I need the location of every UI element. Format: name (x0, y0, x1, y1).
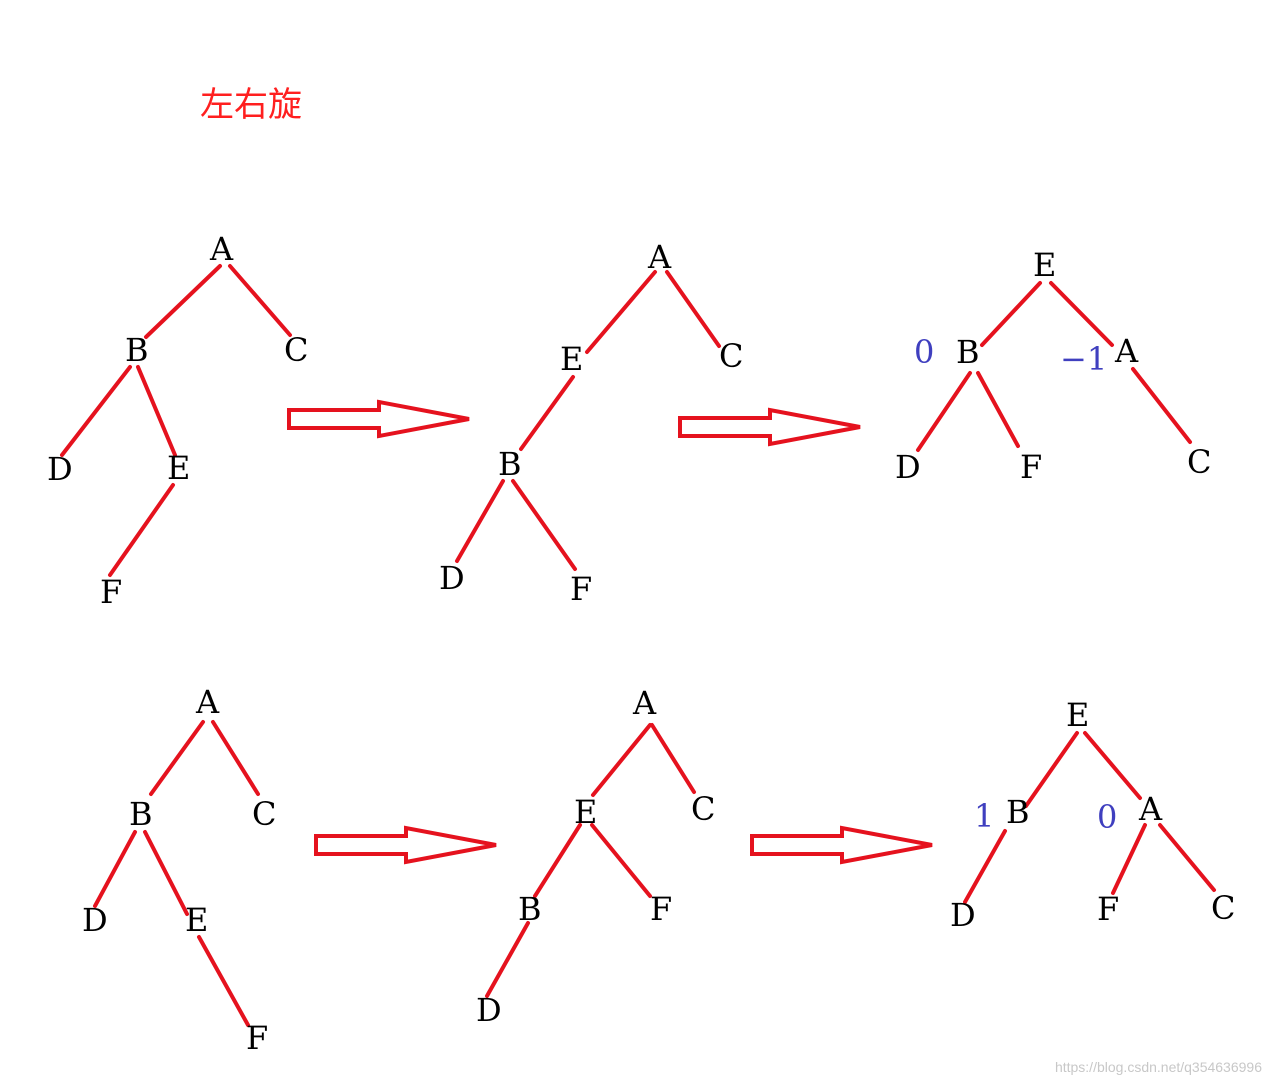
balance-factor-b: 1 (974, 797, 994, 835)
node-b: B (129, 795, 153, 833)
edge-b-e (136, 365, 177, 457)
node-a: A (1138, 790, 1163, 828)
node-b: B (498, 445, 522, 483)
edge-e-b (980, 281, 1042, 347)
node-e: E (167, 449, 190, 487)
node-a: A (647, 238, 672, 276)
edge-a-c (1158, 823, 1216, 892)
edge-b-f (976, 371, 1020, 448)
edge-e-a (1083, 731, 1142, 800)
node-a: A (209, 230, 234, 268)
node-d: D (476, 991, 502, 1029)
tree-row2-original: A B C D E F (82, 683, 276, 1057)
node-d: D (439, 559, 465, 597)
tree-row1-result: E B A D F C 0 −1 (895, 246, 1211, 486)
diagram-title: 左右旋 (200, 85, 302, 125)
arrow-row2-step1 (314, 825, 497, 865)
edge-e-a (1049, 281, 1114, 347)
edge-b-d (963, 829, 1007, 904)
node-e: E (1066, 696, 1089, 734)
edge-a-f (1111, 823, 1147, 895)
edge-b-d (916, 371, 972, 452)
node-d: D (47, 450, 73, 488)
edge-b-d (60, 365, 132, 457)
balance-factor-a: −1 (1060, 340, 1107, 378)
node-a: A (1114, 332, 1139, 370)
edge-a-c (665, 270, 721, 348)
node-b: B (518, 890, 542, 928)
node-e: E (560, 340, 583, 378)
edge-e-b (533, 823, 582, 898)
node-d: D (895, 448, 921, 486)
node-c: C (284, 331, 308, 369)
node-f: F (100, 573, 122, 611)
edge-e-b (1024, 731, 1079, 808)
edge-e-b (519, 375, 575, 451)
node-f: F (650, 890, 672, 928)
node-d: D (82, 901, 108, 939)
edge-a-b (144, 264, 222, 339)
node-b: B (125, 331, 149, 369)
arrow-row2-step2 (750, 825, 933, 865)
edge-b-d (485, 921, 530, 998)
node-a: A (195, 683, 220, 721)
node-e: E (185, 901, 208, 939)
balance-factor-a: 0 (1097, 798, 1117, 836)
arrow-row1-step1 (287, 399, 470, 439)
edge-a-e (585, 270, 657, 354)
node-c: C (719, 337, 743, 375)
edge-a-b (149, 720, 205, 796)
watermark-url: https://blog.csdn.net/q354636996 (1055, 1059, 1262, 1075)
edge-a-c (1131, 367, 1192, 444)
edge-e-f (590, 823, 652, 898)
balance-factor-b: 0 (914, 333, 934, 371)
node-c: C (1187, 443, 1211, 481)
edge-a-c (211, 720, 260, 796)
node-a: A (632, 684, 657, 722)
node-b: B (956, 333, 980, 371)
edge-b-f (511, 479, 577, 571)
edge-e-f (197, 935, 250, 1027)
edge-b-d (455, 479, 505, 563)
edge-e-f (108, 483, 175, 577)
arrow-row1-step2 (678, 407, 861, 447)
tree-row2-result: E B A D F C 1 0 (950, 696, 1235, 934)
edge-a-e (591, 723, 652, 797)
node-d: D (950, 896, 976, 934)
node-e: E (574, 793, 597, 831)
tree-row1-step1: A E C B D F (439, 238, 743, 608)
node-f: F (1020, 448, 1042, 486)
edge-a-c (650, 723, 696, 794)
node-e: E (1033, 246, 1056, 284)
node-f: F (570, 570, 592, 608)
tree-row1-original: A B C D E F (47, 230, 308, 611)
edge-b-e (143, 830, 189, 916)
node-b: B (1006, 793, 1030, 831)
node-c: C (691, 790, 715, 828)
tree-row2-step1: A E C B F D (476, 684, 715, 1029)
node-c: C (252, 795, 276, 833)
node-f: F (1097, 890, 1119, 928)
node-c: C (1211, 889, 1235, 927)
node-f: F (246, 1019, 268, 1057)
edge-a-c (228, 264, 292, 337)
edge-b-d (93, 830, 137, 908)
